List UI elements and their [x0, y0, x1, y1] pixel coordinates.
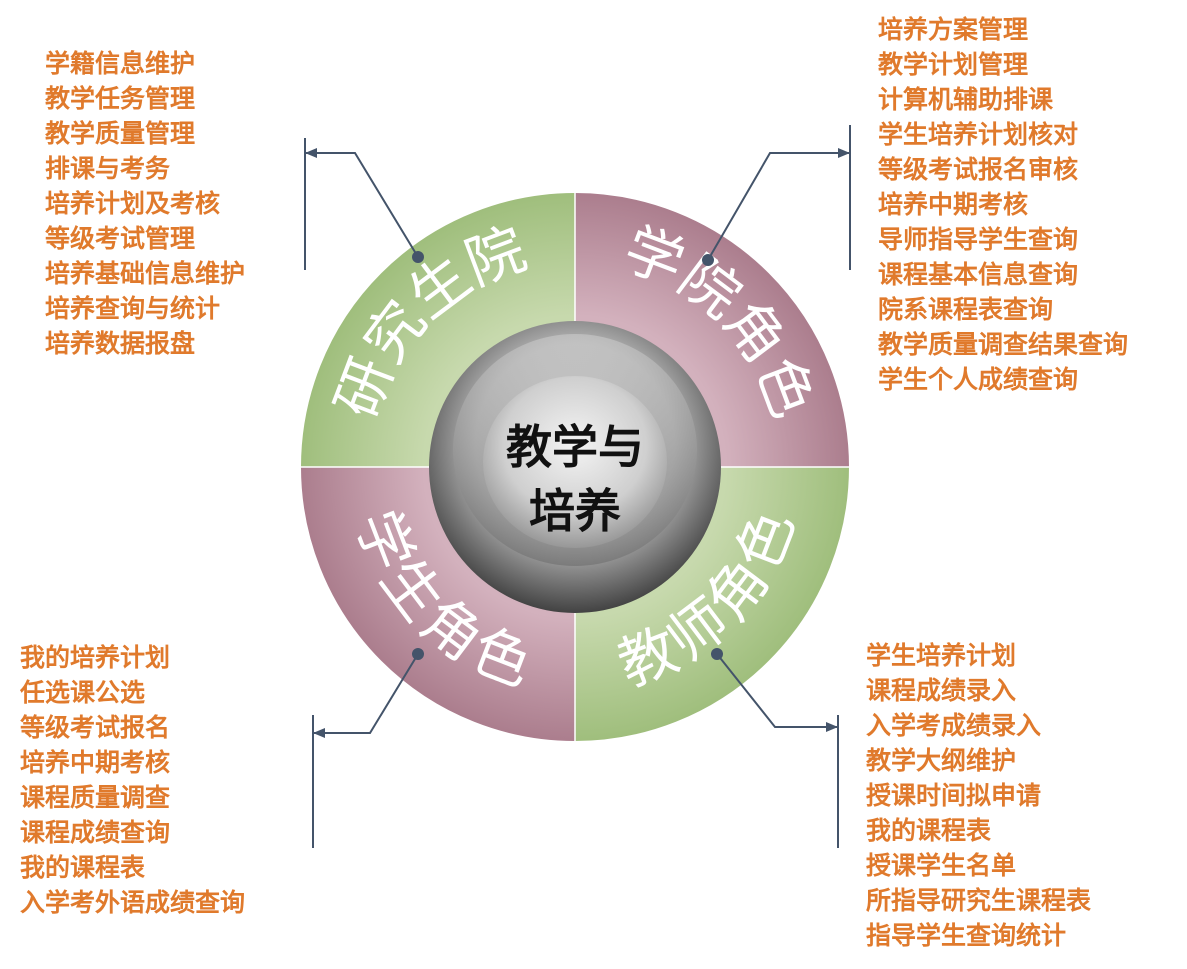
student-function-item[interactable]: 等级考试报名: [20, 713, 171, 742]
segment-teacher[interactable]: [575, 467, 850, 742]
teacher-function-item[interactable]: 指导学生查询统计: [866, 921, 1067, 950]
graduate-function-item[interactable]: 排课与考务: [45, 154, 171, 183]
college-function-item[interactable]: 培养方案管理: [878, 15, 1029, 44]
college-function-item[interactable]: 培养中期考核: [878, 190, 1029, 219]
college-function-item[interactable]: 学生个人成绩查询: [878, 365, 1079, 394]
segment-graduate[interactable]: [300, 192, 575, 467]
student-function-item[interactable]: 入学考外语成绩查询: [20, 888, 246, 917]
connector-college: [707, 148, 850, 261]
connector-graduate: [305, 148, 419, 258]
college-function-item[interactable]: 等级考试报名审核: [878, 155, 1079, 184]
anchor-dot-student: [412, 648, 424, 660]
student-function-item[interactable]: 任选课公选: [20, 678, 146, 707]
college-function-item[interactable]: 院系课程表查询: [878, 295, 1054, 324]
teacher-function-item[interactable]: 教学大纲维护: [866, 746, 1017, 775]
graduate-function-item[interactable]: 教学质量管理: [45, 119, 196, 148]
teacher-function-item[interactable]: 学生培养计划: [866, 641, 1017, 670]
segment-college[interactable]: [575, 192, 850, 467]
connector-teacher: [716, 653, 838, 732]
anchor-dot-college: [702, 254, 714, 266]
student-function-item[interactable]: 我的课程表: [20, 853, 146, 882]
segment-student[interactable]: [300, 467, 575, 742]
teacher-function-item[interactable]: 我的课程表: [866, 816, 992, 845]
ring: [299, 191, 851, 743]
graduate-function-item[interactable]: 培养数据报盘: [45, 329, 196, 358]
graduate-function-item[interactable]: 等级考试管理: [45, 224, 196, 253]
graduate-function-item[interactable]: 培养查询与统计: [45, 294, 221, 323]
hub-inner: [483, 376, 667, 548]
college-function-list: 培养方案管理教学计划管理计算机辅助排课学生培养计划核对等级考试报名审核培养中期考…: [878, 12, 1128, 397]
anchor-dot-teacher: [711, 648, 723, 660]
anchor-dot-graduate: [412, 251, 424, 263]
teacher-function-item[interactable]: 入学考成绩录入: [866, 711, 1042, 740]
student-function-item[interactable]: 课程质量调查: [20, 783, 171, 812]
college-function-item[interactable]: 课程基本信息查询: [878, 260, 1079, 289]
teacher-function-item[interactable]: 授课时间拟申请: [866, 781, 1042, 810]
connectors: [304, 125, 851, 848]
teacher-function-item[interactable]: 所指导研究生课程表: [866, 886, 1092, 915]
center-title-line1: 教学与: [506, 420, 644, 474]
graduate-function-item[interactable]: 学籍信息维护: [45, 49, 196, 78]
college-function-item[interactable]: 计算机辅助排课: [878, 85, 1054, 114]
teacher-function-list: 学生培养计划课程成绩录入入学考成绩录入教学大纲维护授课时间拟申请我的课程表授课学…: [866, 638, 1091, 953]
college-function-item[interactable]: 教学计划管理: [878, 50, 1029, 79]
graduate-function-item[interactable]: 培养基础信息维护: [45, 259, 246, 288]
student-function-item[interactable]: 我的培养计划: [20, 643, 171, 672]
connector-student: [313, 653, 419, 738]
college-function-item[interactable]: 学生培养计划核对: [878, 120, 1079, 149]
college-function-item[interactable]: 教学质量调查结果查询: [878, 330, 1129, 359]
teacher-function-item[interactable]: 课程成绩录入: [866, 676, 1017, 705]
college-function-item[interactable]: 导师指导学生查询: [878, 225, 1079, 254]
center-hub[interactable]: 教学与 培养: [429, 321, 721, 613]
student-function-item[interactable]: 培养中期考核: [20, 748, 171, 777]
graduate-function-list: 学籍信息维护教学任务管理教学质量管理排课与考务培养计划及考核等级考试管理培养基础…: [45, 46, 245, 361]
graduate-function-item[interactable]: 培养计划及考核: [45, 189, 221, 218]
graduate-function-item[interactable]: 教学任务管理: [45, 84, 196, 113]
teacher-function-item[interactable]: 授课学生名单: [866, 851, 1017, 880]
center-title-line2: 培养: [529, 484, 621, 538]
student-function-item[interactable]: 课程成绩查询: [20, 818, 171, 847]
student-function-list: 我的培养计划任选课公选等级考试报名培养中期考核课程质量调查课程成绩查询我的课程表…: [20, 640, 245, 920]
